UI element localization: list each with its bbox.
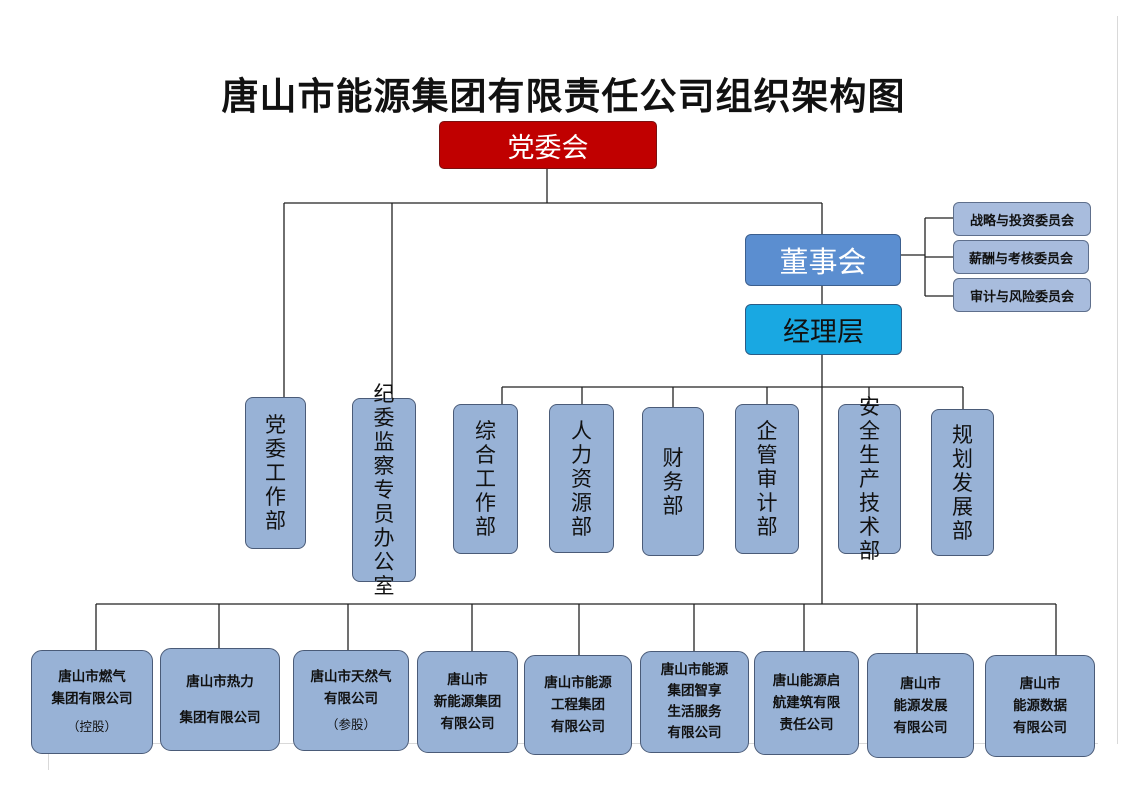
party-committee-box: 党委会 [439,121,657,169]
subsidiary-line: 唐山能源启 [772,673,841,689]
subsidiary-line: 能源发展 [893,697,948,714]
subsidiary-line: 有限公司 [324,690,378,707]
subsidiary-gas-group: 唐山市燃气 集团有限公司 （控股） [31,650,153,754]
committee-compensation-assessment: 薪酬与考核委员会 [953,240,1089,274]
subsidiary-line: 唐山市 [1019,676,1061,692]
subsidiary-line: 有限公司 [440,716,495,732]
subsidiary-line: 能源数据 [1013,698,1067,714]
dept-finance-label: 财务部 [662,445,684,518]
subsidiary-natural-gas: 唐山市天然气 有限公司 （参股） [293,650,409,751]
chart-title: 唐山市能源集团有限责任公司组织架构图 [221,75,906,118]
dept-discipline-office: 纪委监察专员办公室 [352,382,416,598]
board-box: 董事会 [745,234,901,286]
subsidiary-line: 有限公司 [551,719,605,735]
subsidiary-note: （参股） [325,716,376,732]
dept-planning-development: 规划发展部 [931,409,994,556]
dept-finance: 财务部 [642,407,704,556]
subsidiary-line: 唐山市天然气 [310,668,392,685]
subsidiary-line: 唐山市 [900,675,941,692]
dept-general-affairs-label: 综合工作部 [475,419,496,539]
subsidiary-smart-life-services: 唐山市能源 集团智享 生活服务 有限公司 [640,651,749,753]
subsidiary-energy-development: 唐山市 能源发展 有限公司 [867,653,974,758]
subsidiary-line: 新能源集团 [433,694,502,710]
frame-line-right [1117,16,1118,744]
subsidiary-line: 有限公司 [1013,720,1067,736]
subsidiary-line: 唐山市能源 [544,675,612,691]
subsidiary-line: 航建筑有限 [772,695,841,711]
dept-party-work-label: 党委工作部 [265,413,286,533]
dept-general-affairs: 综合工作部 [453,404,518,554]
subsidiary-line: 唐山市 [447,672,488,688]
subsidiary-line: 集团有限公司 [179,709,261,726]
subsidiary-line: 唐山市能源 [660,662,729,678]
subsidiary-line: 唐山市热力 [186,673,254,690]
frame-line-left [48,748,49,770]
dept-human-resources: 人力资源部 [549,404,614,553]
subsidiary-new-energy-group: 唐山市 新能源集团 有限公司 [417,651,518,753]
subsidiary-note: （控股） [66,719,117,734]
committee-audit-risk: 审计与风险委员会 [953,278,1091,312]
subsidiary-line: 生活服务 [667,704,722,720]
management-box: 经理层 [745,304,902,355]
subsidiary-line: 工程集团 [551,697,605,713]
subsidiary-line: 唐山市燃气 [58,669,126,685]
subsidiary-qihang-construction: 唐山能源启 航建筑有限 责任公司 [754,651,859,755]
subsidiary-line: 责任公司 [779,717,834,733]
subsidiary-heating-group: 唐山市热力 集团有限公司 [160,648,280,751]
dept-planning-development-label: 规划发展部 [952,422,973,543]
dept-safety-technology-label: 安全生产技术部 [859,395,880,563]
dept-party-work: 党委工作部 [245,397,306,549]
dept-management-audit: 企管审计部 [735,404,799,554]
subsidiary-energy-data: 唐山市 能源数据 有限公司 [985,655,1095,757]
subsidiary-line: 集团有限公司 [51,691,133,707]
dept-human-resources-label: 人力资源部 [571,418,592,539]
subsidiary-line: 集团智享 [667,683,722,699]
subsidiary-line: 有限公司 [667,725,722,741]
subsidiary-energy-engineering-group: 唐山市能源 工程集团 有限公司 [524,655,632,755]
subsidiary-line: 有限公司 [893,719,948,736]
dept-management-audit-label: 企管审计部 [756,419,778,539]
dept-discipline-office-label: 纪委监察专员办公室 [373,382,395,598]
committee-strategy-investment: 战略与投资委员会 [953,202,1091,236]
dept-safety-technology: 安全生产技术部 [838,395,901,563]
